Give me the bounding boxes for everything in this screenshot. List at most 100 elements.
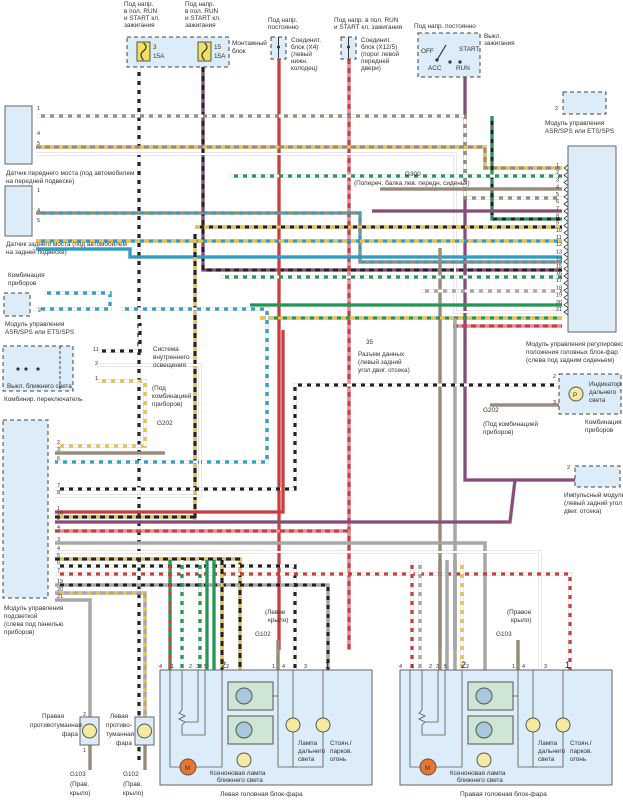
svg-text:Модуль управления: Модуль управления	[545, 120, 605, 127]
pin-label: 6	[57, 560, 60, 566]
connector-chevron	[563, 164, 569, 172]
high-beam-label: Лампа	[298, 740, 318, 747]
svg-text:(Правое: (Правое	[507, 609, 532, 616]
svg-text:дальнего: дальнего	[589, 389, 617, 396]
svg-text:(левый задний: (левый задний	[358, 358, 402, 366]
svg-text:1: 1	[83, 748, 86, 754]
svg-text:5: 5	[37, 141, 40, 147]
fuse-box: 3 15A 15 15A Монтажный блок Под напр. в …	[124, 1, 267, 68]
wire	[55, 307, 269, 464]
fuse-box-label: блок	[232, 47, 246, 55]
svg-text:Левая: Левая	[110, 713, 129, 720]
svg-text:2: 2	[553, 374, 556, 380]
headlamp-title: Левая головная блок-фара	[220, 790, 303, 798]
pin-label: 6	[57, 456, 60, 462]
pin-label: 7	[57, 568, 60, 574]
svg-text:2: 2	[555, 106, 558, 112]
pin-label: 1	[57, 506, 60, 512]
connector-chevron	[563, 171, 569, 179]
wire	[55, 330, 285, 514]
svg-text:1: 1	[37, 106, 40, 112]
front-axle-sensor: 145 Датчик переднего моста (под автомоби…	[4, 105, 134, 185]
pin-label: 2	[57, 516, 60, 522]
wire	[36, 145, 562, 170]
svg-text:OFF: OFF	[421, 48, 434, 55]
pin-label: 2	[189, 664, 192, 670]
potentiometer-icon	[178, 670, 206, 736]
svg-text:ACC: ACC	[428, 65, 442, 72]
fuse-rating: 15A	[153, 53, 165, 60]
fuse-supply-label: Под напр. в пол. RUN и START кл. зажиган…	[124, 1, 221, 29]
svg-text:освещения: освещения	[153, 362, 186, 369]
ground-g103-wing: (Правое крыло) G103	[496, 609, 532, 638]
svg-text:Комбинир. переключатель: Комбинир. переключатель	[4, 395, 83, 403]
transistor-icon	[475, 721, 493, 739]
xenon-label: ближнего света	[217, 776, 263, 784]
connector-chevron	[563, 287, 569, 294]
pin-label: 19	[57, 579, 63, 585]
connector-chevron	[563, 279, 569, 287]
svg-text:(Под: (Под	[152, 385, 166, 392]
pin-label: 10	[57, 511, 63, 517]
interior-lighting-label: Система внутреннего освещения	[153, 346, 190, 369]
svg-text:фара: фара	[116, 740, 132, 747]
park-lamp-label: Стоян./	[330, 740, 352, 747]
svg-text:на задней подвеске): на задней подвеске)	[6, 248, 67, 256]
svg-text:G202: G202	[157, 420, 173, 427]
connector-chevron	[563, 236, 569, 244]
svg-text:35: 35	[366, 339, 374, 346]
pin-label: 8	[556, 213, 559, 219]
pin-label: 3	[544, 664, 547, 670]
svg-text:зажигания: зажигания	[124, 22, 155, 29]
svg-text:4: 4	[37, 208, 40, 214]
svg-text:G300: G300	[405, 171, 421, 178]
svg-text:G102: G102	[255, 631, 271, 638]
pin-label: 1	[171, 664, 174, 670]
wire	[55, 557, 242, 670]
ground-g202-right: G202 (Под комбинацией приборов)	[483, 407, 538, 436]
wires-layer	[36, 59, 575, 770]
svg-text:колодец): колодец)	[291, 65, 318, 72]
wire	[55, 583, 330, 670]
splice-block-x12: Под напр. в пол. RUN и START кл. зажиган…	[334, 17, 403, 72]
wire	[36, 152, 562, 314]
pin-label: 18	[556, 285, 562, 291]
high-beam-lamp-icon	[285, 717, 301, 733]
pin-label: 3	[196, 664, 199, 670]
svg-text:Соединит.: Соединит.	[361, 37, 391, 44]
wire	[36, 114, 562, 200]
pin-label: 4	[282, 664, 285, 670]
pin-label: 2	[221, 660, 226, 670]
combination-switch: Выкл. ближнего света Комбинир. переключа…	[2, 345, 99, 403]
svg-text:ASR/SPS или ETS/SPS: ASR/SPS или ETS/SPS	[5, 329, 74, 336]
wire	[55, 363, 202, 498]
park-lamp-icon	[555, 717, 571, 733]
connector-chevron	[563, 243, 569, 251]
svg-text:внутреннего: внутреннего	[153, 354, 190, 361]
svg-text:Индикатор: Индикатор	[589, 381, 621, 388]
pin-label: 15	[556, 264, 562, 270]
ignition-switch: Под напр. постоянно OFF ACC RUN START Вы…	[414, 23, 515, 78]
svg-text:Комбинация: Комбинация	[585, 418, 622, 426]
connector-chevron	[563, 222, 569, 229]
svg-text:угол двиг. отсека): угол двиг. отсека)	[358, 367, 410, 374]
svg-text:Система: Система	[153, 346, 179, 353]
lighting-control-module: Модуль управления подсветкой (слева под …	[2, 419, 64, 636]
park-lamp-label: огонь	[330, 756, 347, 763]
fuse-3: 3 15A	[136, 41, 165, 62]
connector-chevron	[563, 301, 569, 309]
potentiometer-icon	[418, 670, 446, 736]
svg-text:и START кл. зажигания: и START кл. зажигания	[334, 24, 403, 31]
fuse-number: 3	[153, 44, 157, 51]
svg-text:2: 2	[38, 308, 41, 314]
svg-text:G103: G103	[70, 771, 86, 778]
fuse-number: 15	[214, 44, 222, 51]
svg-text:3: 3	[553, 400, 556, 406]
svg-text:Под напр.: Под напр.	[185, 1, 215, 8]
pin-label: 1	[512, 664, 515, 670]
svg-text:G102: G102	[123, 771, 139, 778]
pin-label: 3	[556, 177, 559, 183]
high-beam-label: Лампа	[538, 740, 558, 747]
wire	[55, 478, 575, 524]
